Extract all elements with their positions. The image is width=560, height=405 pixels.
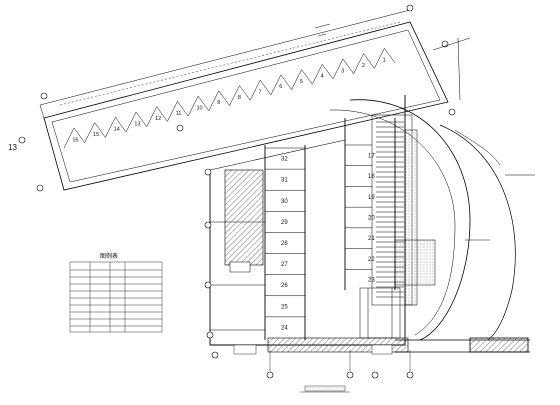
slanted-bay-number: 16 (72, 137, 78, 143)
right-bay-number: 18 (368, 174, 375, 180)
slanted-bay-outline (332, 58, 354, 80)
right-bay-number: 21 (368, 236, 375, 242)
slanted-bay-number: 13 (134, 121, 140, 127)
slanted-bay-outline (312, 63, 334, 85)
slanted-bay-outline (270, 74, 292, 95)
slanted-bay-outline (84, 122, 106, 143)
slanted-bay-number: 15 (93, 132, 99, 138)
right-bay-number: 17 (368, 153, 375, 159)
slanted-bay-number: 6 (279, 84, 282, 90)
slanted-bay-number: 1 (383, 58, 386, 64)
hatched-block (224, 169, 264, 266)
slanted-bay-outline (187, 95, 210, 117)
slanted-bay-outline (374, 47, 396, 69)
slanted-bay-number: 14 (114, 127, 120, 133)
slanted-bay-number: 5 (300, 79, 303, 85)
right-bay-column: 17 18 19 20 21 22 23 (345, 144, 375, 284)
left-bay-number: 25 (281, 304, 288, 310)
slanted-bay-outline (146, 106, 168, 127)
bottom-axis-bubbles (206, 331, 414, 379)
slanted-bay-number: 9 (217, 100, 220, 106)
slanted-bay-number: 10 (196, 105, 202, 111)
slanted-bay-outline (63, 127, 85, 149)
slanted-bay-number: 2 (362, 63, 365, 69)
slanted-bay-outline (105, 116, 127, 138)
slanted-bay-outline (291, 69, 313, 90)
legend-table (69, 261, 163, 333)
slanted-bay-number: 3 (341, 68, 344, 74)
slanted-bay-outline (353, 53, 375, 74)
stair-core (359, 114, 436, 339)
slanted-bay-outline (249, 79, 272, 101)
left-bay-number: 24 (281, 325, 288, 331)
slanted-bay-outline (208, 90, 230, 111)
left-bay-number: 32 (281, 157, 288, 163)
slanted-bay-outline (229, 85, 251, 106)
legend-title: 图例表 (100, 252, 118, 260)
left-bay-number: 29 (281, 220, 288, 226)
right-bay-number: 22 (368, 257, 375, 263)
left-bay-number: 30 (281, 199, 288, 205)
left-bay-column: 32 31 30 29 28 27 26 25 24 (265, 147, 305, 331)
label-box (229, 261, 251, 273)
slanted-bay-number: 12 (155, 116, 161, 122)
right-bay-number: 20 (368, 216, 375, 222)
left-bay-number: 27 (281, 262, 288, 268)
slanted-bay-number: 4 (321, 74, 324, 80)
curved-ramp (329, 99, 530, 353)
right-bay-number: 23 (368, 278, 375, 284)
slanted-parking-strip (39, 9, 449, 191)
slanted-bay-number: 7 (259, 90, 262, 96)
slanted-bay-number: 8 (238, 95, 241, 101)
right-bay-number: 19 (368, 195, 375, 201)
left-bay-number: 28 (281, 241, 288, 247)
slanted-bay-number: 11 (176, 111, 182, 117)
left-bay-number: 31 (281, 178, 288, 184)
left-bay-number: 26 (281, 283, 288, 289)
dim-side-label: 13 (8, 143, 17, 152)
slanted-bay-outline (125, 111, 147, 133)
slanted-bay-outline (167, 100, 189, 122)
